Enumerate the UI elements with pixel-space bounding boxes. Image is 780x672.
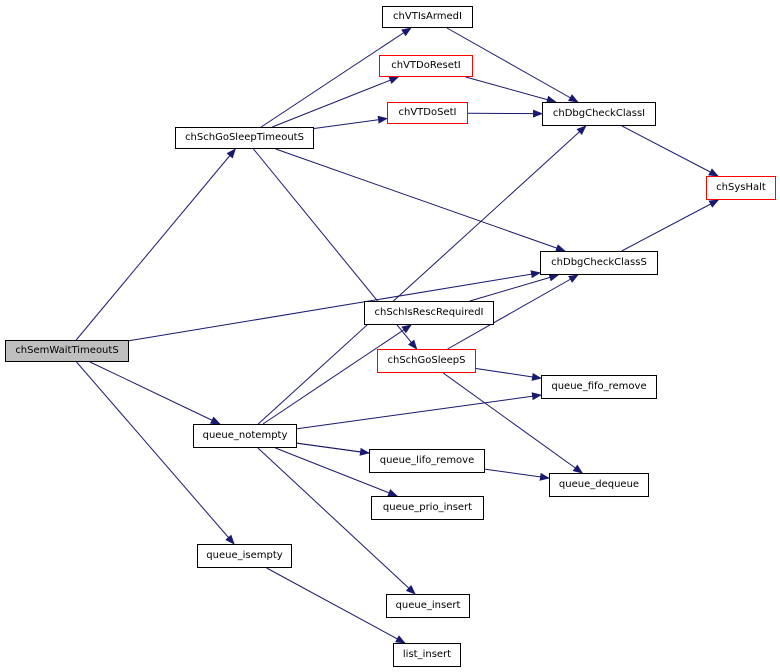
edge-chSemWaitTimeoutS-to-chDbgCheckClassS bbox=[128, 270, 541, 342]
edge-queue_isempty-to-list_insert bbox=[266, 567, 406, 644]
edge-chSemWaitTimeoutS-to-queue_notempty bbox=[89, 361, 221, 425]
node-queue-dequeue[interactable]: queue_dequeue bbox=[549, 473, 649, 497]
edge-queue_notempty-to-chSchIsRescRequiredI bbox=[262, 324, 412, 425]
node-chschgosleeps[interactable]: chSchGoSleepS bbox=[377, 349, 476, 373]
edge-chSchGoSleepS-to-chDbgCheckClassS bbox=[447, 274, 579, 350]
node-queue-notempty[interactable]: queue_notempty bbox=[193, 424, 297, 448]
node-chsemwaittimeouts[interactable]: chSemWaitTimeoutS bbox=[5, 340, 129, 362]
node-queue-prio-insert[interactable]: queue_prio_insert bbox=[371, 496, 484, 520]
node-list-insert[interactable]: list_insert bbox=[393, 643, 461, 667]
edge-queue_notempty-to-queue_insert bbox=[257, 447, 416, 595]
edge-chSchIsRescRequiredI-to-chDbgCheckClassS bbox=[469, 273, 560, 302]
node-queue-isempty[interactable]: queue_isempty bbox=[197, 544, 292, 568]
edge-queue_notempty-to-chDbgCheckClassI bbox=[257, 125, 587, 425]
node-queue-insert[interactable]: queue_insert bbox=[386, 594, 470, 618]
edge-chSchGoSleepTimeoutS-to-chVTIsArmedI bbox=[260, 27, 412, 128]
edge-chVTDoResetI-to-chDbgCheckClassI bbox=[465, 76, 557, 104]
edge-chDbgCheckClassS-to-chSysHalt bbox=[621, 199, 720, 252]
edge-chSemWaitTimeoutS-to-chSchGoSleepTimeoutS bbox=[75, 148, 236, 341]
edge-chSchGoSleepTimeoutS-to-chDbgCheckClassS bbox=[275, 148, 566, 252]
node-chvtisarmedi[interactable]: chVTIsArmedI bbox=[382, 6, 473, 28]
node-chvtdoseti[interactable]: chVTDoSetI bbox=[387, 102, 468, 124]
node-queue-lifo-remove[interactable]: queue_lifo_remove bbox=[369, 449, 485, 473]
node-chsyshalt[interactable]: chSysHalt bbox=[706, 176, 776, 200]
node-queue-fifo-remove[interactable]: queue_fifo_remove bbox=[541, 375, 657, 399]
edge-chSchGoSleepS-to-queue_dequeue bbox=[442, 372, 584, 474]
edge-chSchGoSleepS-to-queue_fifo_remove bbox=[475, 367, 542, 381]
edge-chSchGoSleepTimeoutS-to-chVTDoResetI bbox=[272, 76, 400, 128]
node-chdbgcheckclasss[interactable]: chDbgCheckClassS bbox=[540, 251, 658, 275]
node-chschisrescrequiredi[interactable]: chSchIsRescRequiredI bbox=[364, 301, 494, 325]
node-chdbgcheckclassi[interactable]: chDbgCheckClassI bbox=[542, 102, 656, 126]
edge-chSchGoSleepTimeoutS-to-chVTDoSetI bbox=[313, 115, 388, 130]
edge-chVTIsArmedI-to-chDbgCheckClassI bbox=[446, 27, 579, 103]
edge-chSemWaitTimeoutS-to-queue_isempty bbox=[76, 361, 235, 545]
edge-chDbgCheckClassI-to-chSysHalt bbox=[621, 125, 719, 177]
node-chschgosleeptimeouts[interactable]: chSchGoSleepTimeoutS bbox=[175, 127, 314, 149]
node-chvtdoreseti[interactable]: chVTDoResetI bbox=[379, 55, 473, 77]
edge-queue_notempty-to-queue_prio_insert bbox=[275, 447, 399, 497]
edge-queue_notempty-to-queue_fifo_remove bbox=[296, 392, 542, 430]
